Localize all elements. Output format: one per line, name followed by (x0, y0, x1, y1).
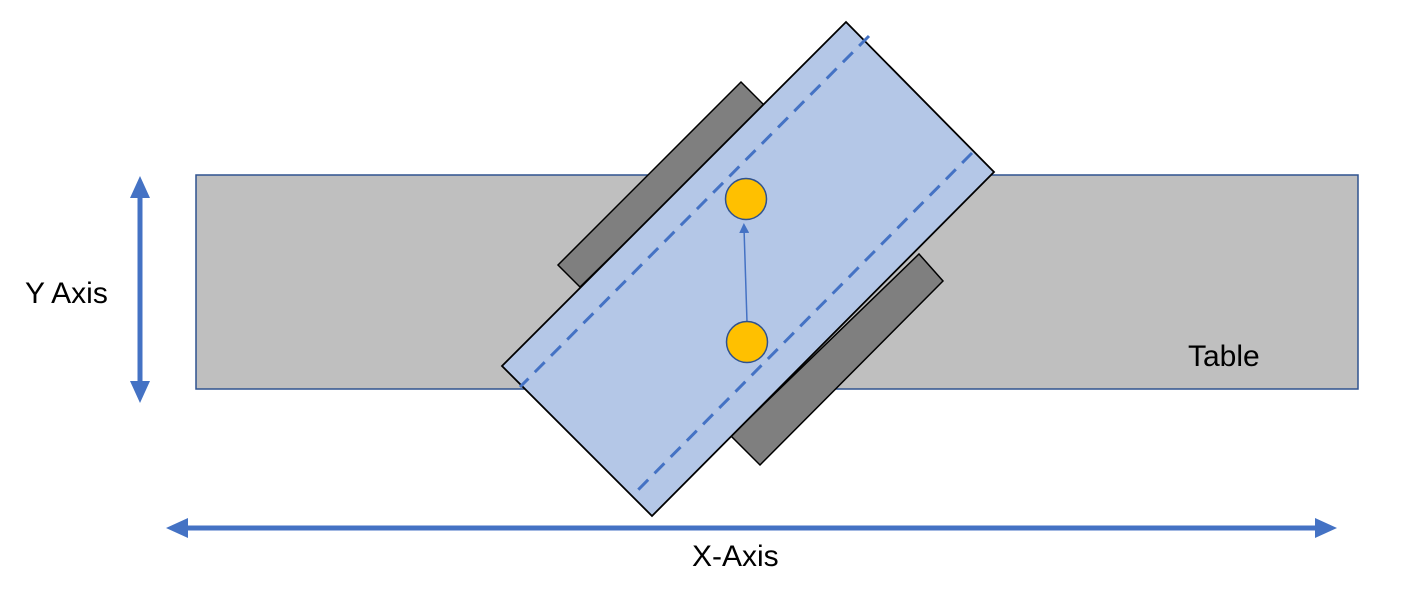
x-axis-arrow (166, 518, 1337, 538)
position-marker-target (724, 177, 768, 221)
motion-vector-arrow (739, 223, 750, 323)
position-marker-start (725, 320, 769, 364)
guide-line-lower (631, 151, 974, 497)
guide-line-upper (518, 34, 871, 389)
rail-lower-right (729, 252, 945, 467)
x-axis-label: X-Axis (692, 540, 779, 573)
table-label: Table (1188, 340, 1260, 373)
y-axis-label: Y Axis (25, 277, 108, 310)
carriage-plate (500, 20, 996, 518)
y-axis-arrow (130, 176, 150, 403)
